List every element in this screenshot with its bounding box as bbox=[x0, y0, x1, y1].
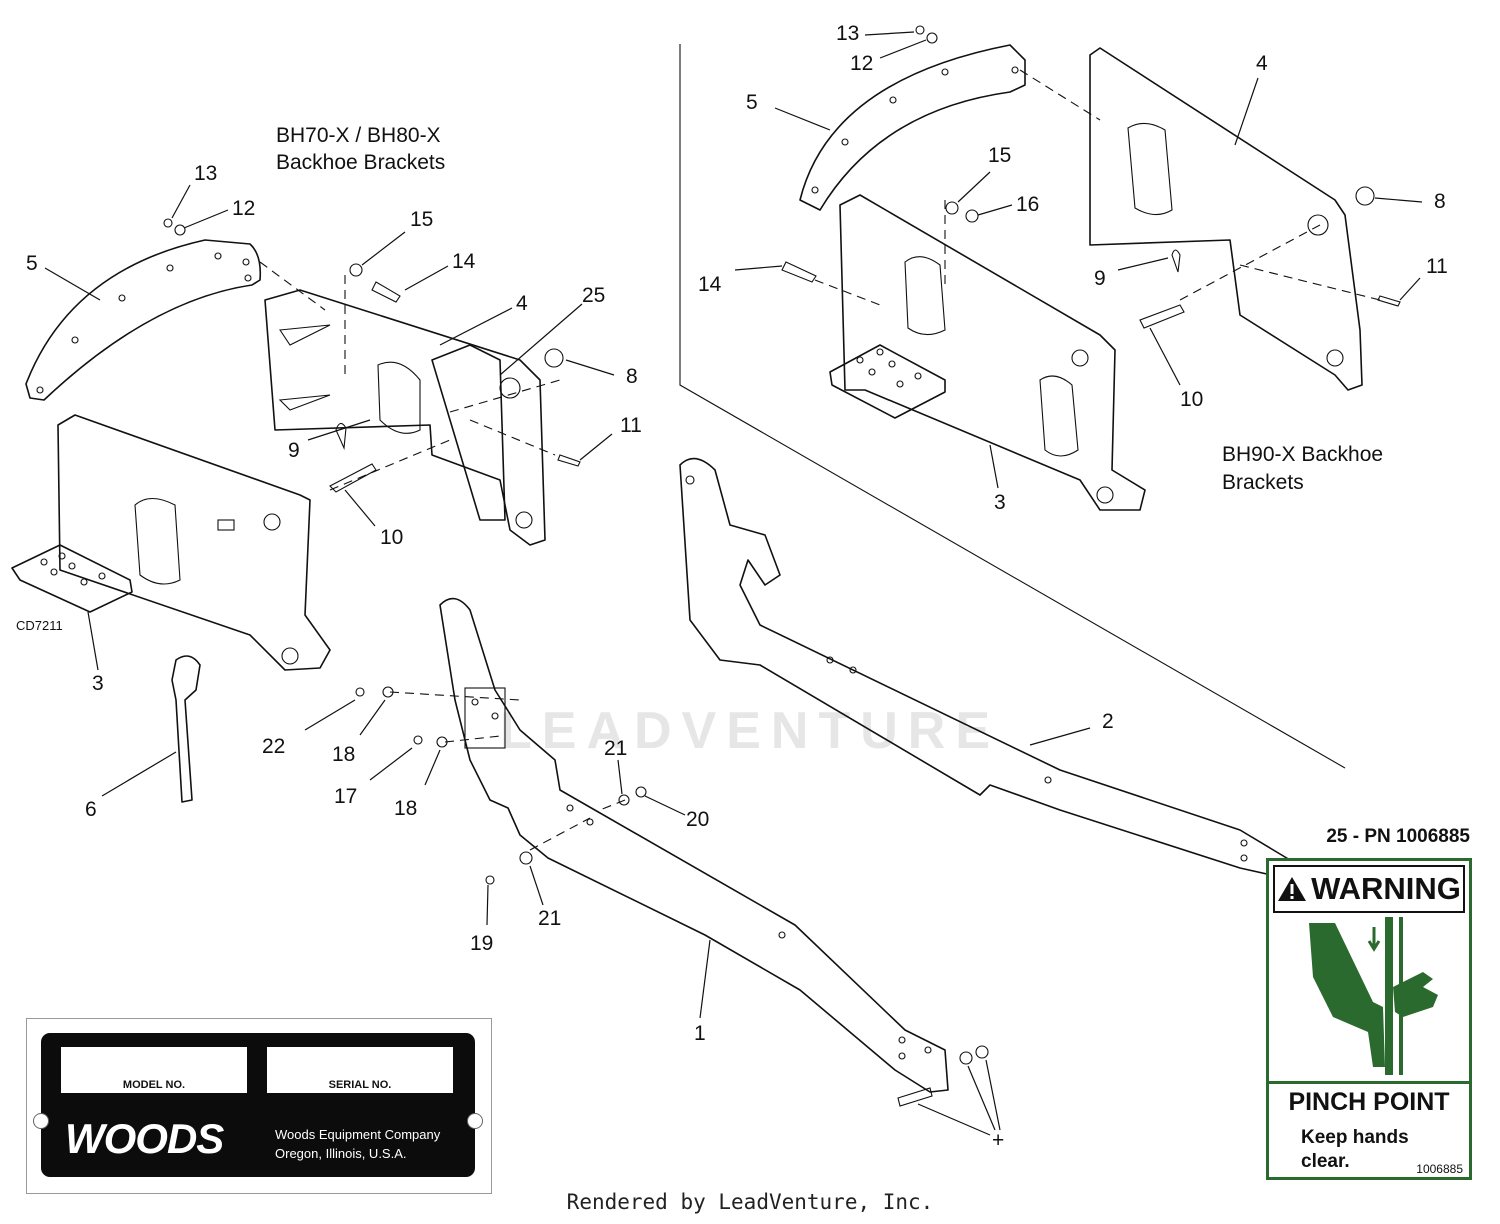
callout-l14: 14 bbox=[452, 250, 476, 273]
callout-l12: 12 bbox=[232, 197, 255, 220]
callout-r9: 9 bbox=[1094, 267, 1106, 290]
rivet-hole-right bbox=[467, 1113, 483, 1129]
footer-credit: Rendered by LeadVenture, Inc. bbox=[566, 1190, 934, 1214]
callout-l8: 8 bbox=[626, 365, 638, 388]
callout-p22: 22 bbox=[262, 735, 285, 758]
arm-1 bbox=[439, 597, 949, 1093]
decal-title: PINCH POINT bbox=[1288, 1088, 1450, 1116]
callout-plus: + bbox=[992, 1129, 1004, 1152]
woods-logo: WOODS bbox=[65, 1115, 224, 1162]
mount-plate-right-4 bbox=[1089, 47, 1363, 391]
decal-footer: PINCH POINT Keep hands clear. 1006885 bbox=[1269, 1081, 1469, 1180]
group-title-left-line1: BH70-X / BH80-X bbox=[276, 124, 441, 147]
decal-part-number: 25 - PN 1006885 bbox=[1326, 826, 1470, 847]
group-title-left-line2: Backhoe Brackets bbox=[276, 151, 445, 174]
model-number-label: MODEL NO. bbox=[122, 1079, 186, 1091]
serial-number-box: SERIAL NO. bbox=[267, 1047, 453, 1093]
mount-plate-right-3 bbox=[839, 194, 1146, 511]
decal-header-text: WARNING bbox=[1311, 871, 1461, 906]
arc-bracket-right bbox=[799, 44, 1026, 211]
warning-triangle-icon bbox=[1278, 877, 1307, 901]
step-right bbox=[829, 344, 946, 419]
rivet-hole-left bbox=[33, 1113, 49, 1129]
group-title-right-line2: Brackets bbox=[1222, 471, 1304, 494]
decal-message: Keep hands clear. bbox=[1301, 1126, 1441, 1174]
company-info: Woods Equipment Company Oregon, Illinois… bbox=[275, 1125, 440, 1163]
callout-p2: 2 bbox=[1102, 710, 1114, 733]
callout-l4: 4 bbox=[516, 292, 528, 315]
serial-plate-body: MODEL NO. SERIAL NO. WOODS Woods Equipme… bbox=[33, 1033, 483, 1177]
callout-r15: 15 bbox=[988, 144, 1011, 167]
wrench-6 bbox=[171, 655, 201, 803]
callout-p21a: 21 bbox=[604, 737, 627, 760]
callout-r3: 3 bbox=[994, 491, 1006, 514]
drawing-code: CD7211 bbox=[16, 618, 63, 633]
callout-l5: 5 bbox=[26, 252, 38, 275]
callout-p18a: 18 bbox=[332, 743, 355, 766]
arc-bracket-left bbox=[25, 239, 262, 401]
callout-r14: 14 bbox=[698, 273, 722, 296]
decal-number: 1006885 bbox=[1416, 1162, 1463, 1176]
group-title-right-line1: BH90-X Backhoe bbox=[1222, 443, 1383, 466]
callout-l13: 13 bbox=[194, 162, 217, 185]
callout-l9: 9 bbox=[288, 439, 300, 462]
mount-plate-left-3 bbox=[57, 414, 331, 671]
callout-r12: 12 bbox=[850, 52, 873, 75]
callout-r8: 8 bbox=[1434, 190, 1446, 213]
company-line2: Oregon, Illinois, U.S.A. bbox=[275, 1146, 407, 1161]
callout-r16: 16 bbox=[1016, 193, 1039, 216]
model-number-box: MODEL NO. bbox=[61, 1047, 247, 1093]
decal-header: WARNING bbox=[1273, 865, 1465, 913]
callout-r10: 10 bbox=[1180, 388, 1203, 411]
serial-plate: MODEL NO. SERIAL NO. WOODS Woods Equipme… bbox=[26, 1018, 492, 1194]
pinch-hand-icon bbox=[1273, 917, 1465, 1075]
callout-l25: 25 bbox=[582, 284, 605, 307]
decal-line1: Keep hands bbox=[1301, 1127, 1409, 1148]
callout-p21b: 21 bbox=[538, 907, 561, 930]
callout-l15: 15 bbox=[410, 208, 433, 231]
callout-r13: 13 bbox=[836, 22, 859, 45]
callout-p17: 17 bbox=[334, 785, 357, 808]
callout-p6: 6 bbox=[85, 798, 97, 821]
arm-2 bbox=[679, 457, 1291, 879]
company-line1: Woods Equipment Company bbox=[275, 1127, 441, 1142]
callout-p19: 19 bbox=[470, 932, 493, 955]
mount-plate-left-4 bbox=[264, 289, 546, 546]
warning-decal: WARNING PINCH POINT Keep hands clear. 10… bbox=[1266, 858, 1472, 1180]
callout-r5: 5 bbox=[746, 91, 758, 114]
serial-number-label: SERIAL NO. bbox=[328, 1079, 392, 1091]
callout-l3: 3 bbox=[92, 672, 104, 695]
callout-p20: 20 bbox=[686, 808, 709, 831]
decal-line2: clear. bbox=[1301, 1151, 1350, 1172]
callout-p18b: 18 bbox=[394, 797, 417, 820]
callout-r4: 4 bbox=[1256, 52, 1268, 75]
callout-l10: 10 bbox=[380, 526, 403, 549]
step-left bbox=[11, 544, 133, 613]
callout-p1: 1 bbox=[694, 1022, 706, 1045]
callout-r11: 11 bbox=[1426, 255, 1448, 278]
callout-l11: 11 bbox=[620, 414, 642, 437]
leader-lines bbox=[44, 31, 1423, 1136]
group-divider bbox=[679, 44, 1346, 769]
watermark: LEADVENTURE bbox=[500, 702, 1000, 760]
